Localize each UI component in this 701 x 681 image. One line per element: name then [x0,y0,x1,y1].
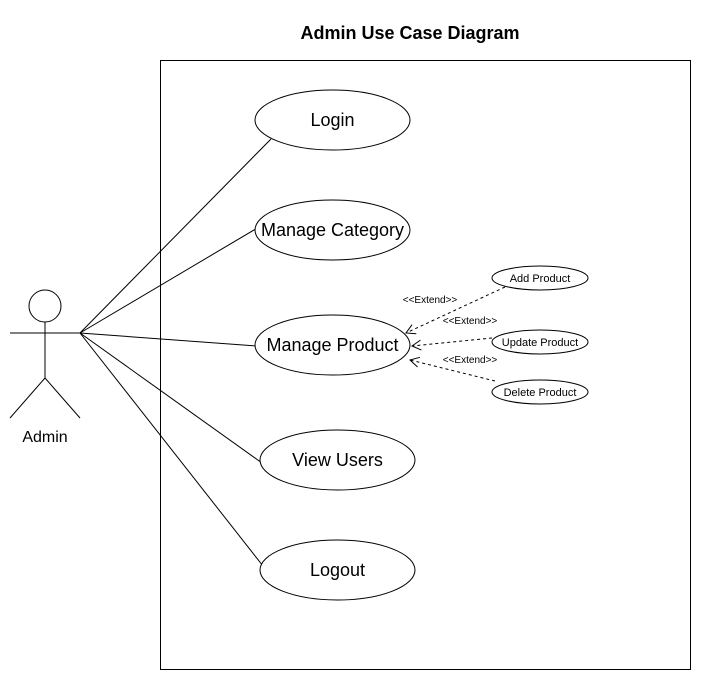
associations [79,138,272,567]
use-case-label: Login [310,110,354,130]
extend-label-update-product: <<Extend>> [443,316,498,327]
actor-right-leg [44,377,81,419]
actor-head [28,289,62,323]
extend-relations [405,286,506,382]
use-case-logout: Logout [259,539,416,601]
use-case-label: Manage Product [266,335,398,355]
extend-label-add-product: <<Extend>> [403,295,458,306]
use-case-label: Delete Product [504,387,577,399]
association-login [79,138,272,334]
use-case-label: Add Product [510,273,571,285]
association-manage-product [79,332,257,347]
extend-arrow-update-product [410,337,493,351]
use-case-label: Manage Category [261,220,404,240]
actor-label: Admin [22,429,67,446]
use-case-label: Update Product [502,337,578,349]
use-case-label: Logout [310,560,365,580]
use-case-manage-category: Manage Category [254,199,411,261]
use-case-add-product: Add Product [491,265,589,291]
use-case-view-users: View Users [259,429,416,491]
actor-admin [9,289,81,419]
association-manage-category [79,226,260,334]
association-logout [79,332,264,567]
extend-arrow-add-product [405,286,506,335]
use-case-manage-product: Manage Product [254,314,411,376]
actor-left-leg [9,377,46,419]
extend-arrow-delete-product [409,356,496,382]
diagram-title: Admin Use Case Diagram [300,23,519,43]
system-boundary [160,60,691,670]
association-view-users [79,332,263,464]
extend-label-delete-product: <<Extend>> [443,355,498,366]
use-case-login: Login [254,89,411,151]
use-case-delete-product: Delete Product [491,379,589,405]
use-case-update-product: Update Product [491,329,589,355]
use-case-label: View Users [292,450,383,470]
